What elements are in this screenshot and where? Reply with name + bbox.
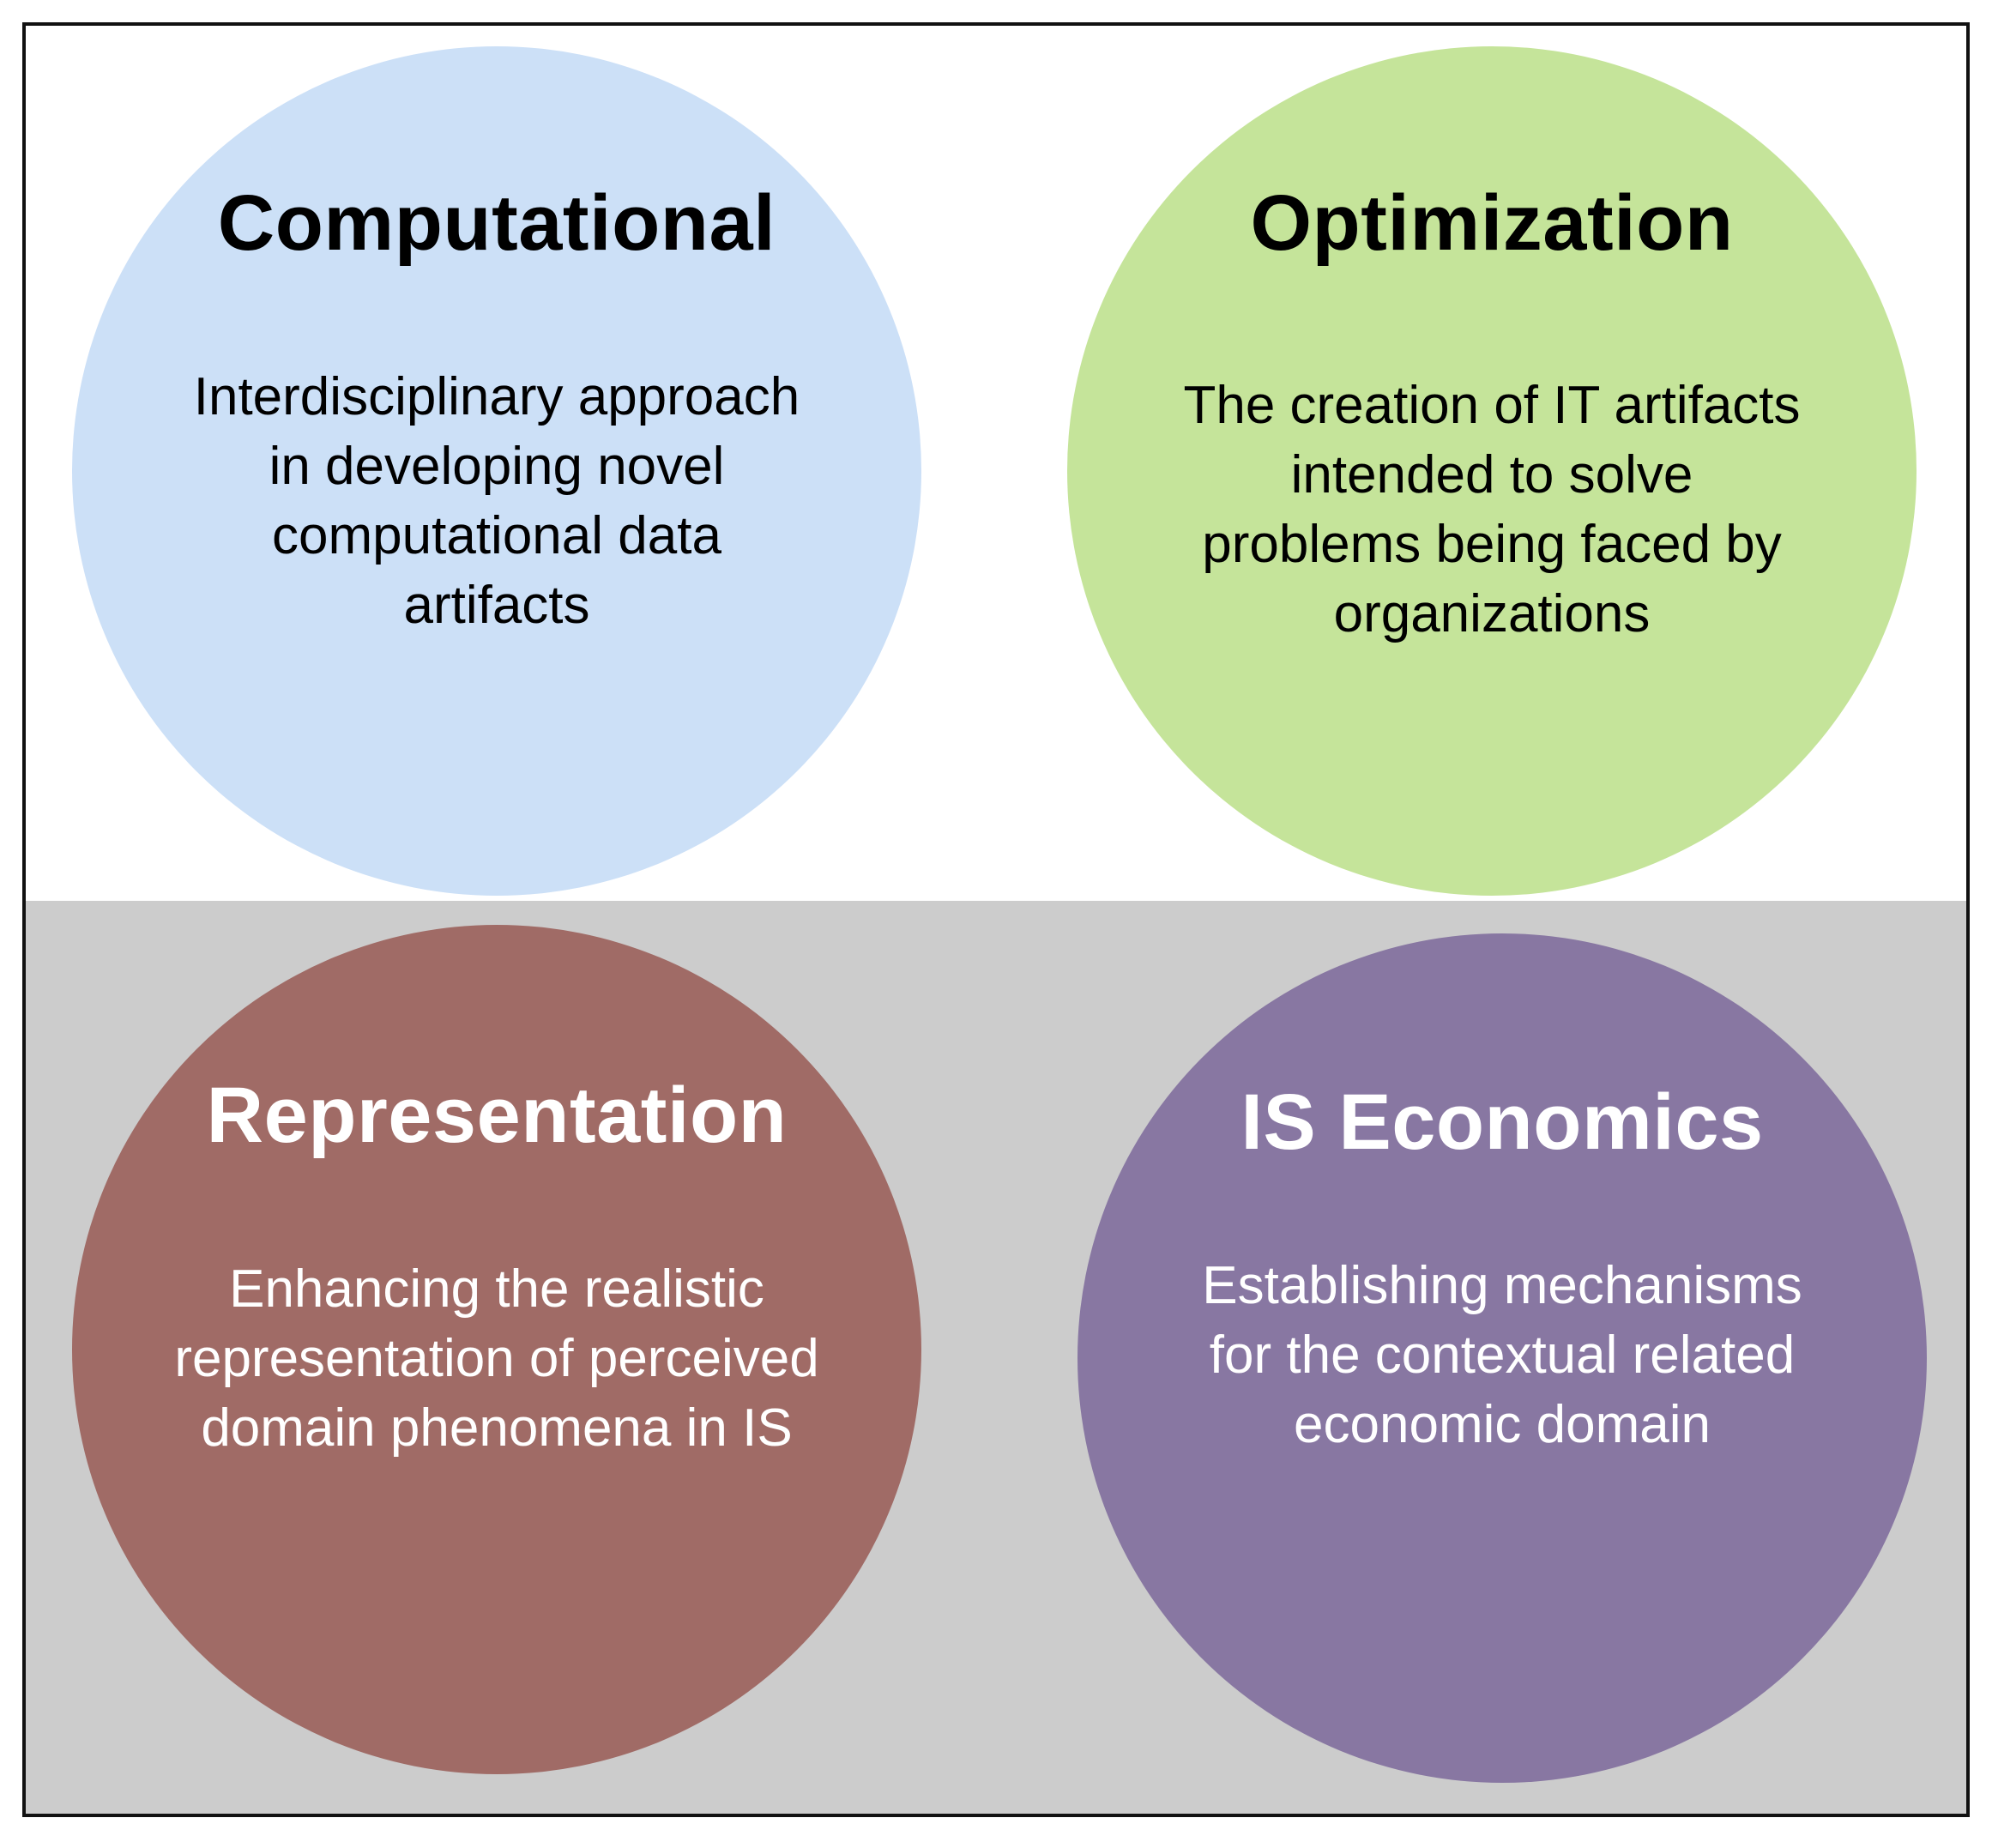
optimization-line: The creation of IT artifacts: [1183, 376, 1801, 435]
optimization-line: problems being faced by: [1202, 515, 1782, 574]
computational-line: in developing novel: [269, 437, 725, 496]
optimization-description: The creation of IT artifacts intended to…: [1183, 371, 1800, 649]
representation-description: Enhancing the realistic representation o…: [174, 1254, 818, 1463]
computational-line: computational data: [272, 506, 721, 565]
computational-line: Interdisciplinary approach: [193, 367, 800, 426]
is-economics-line: for the contextual related: [1209, 1326, 1796, 1385]
diagram-frame: Computational Interdisciplinary approach…: [22, 22, 1970, 1817]
representation-line: Enhancing the realistic: [229, 1259, 764, 1319]
computational-description: Interdisciplinary approach in developing…: [194, 362, 800, 640]
is-economics-title: IS Economics: [1240, 1078, 1764, 1166]
is-economics-line: economic domain: [1294, 1395, 1711, 1454]
optimization-title: Optimization: [1250, 179, 1734, 267]
optimization-line: organizations: [1333, 584, 1651, 643]
representation-line: representation of perceived: [174, 1329, 819, 1388]
is-economics-description: Establishing mechanisms for the contextu…: [1202, 1251, 1802, 1459]
optimization-circle: Optimization The creation of IT artifact…: [1067, 46, 1917, 896]
computational-title: Computational: [217, 179, 776, 267]
representation-title: Representation: [206, 1072, 788, 1159]
representation-line: domain phenomena in IS: [201, 1398, 793, 1458]
is-economics-circle: IS Economics Establishing mechanisms for…: [1077, 933, 1927, 1783]
optimization-line: intended to solve: [1290, 445, 1693, 504]
is-economics-line: Establishing mechanisms: [1202, 1256, 1802, 1315]
computational-circle: Computational Interdisciplinary approach…: [72, 46, 921, 896]
representation-circle: Representation Enhancing the realistic r…: [72, 925, 921, 1774]
computational-line: artifacts: [403, 576, 590, 635]
